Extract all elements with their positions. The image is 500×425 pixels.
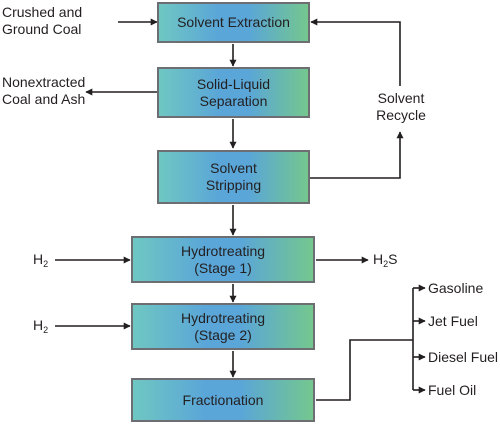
label-h2-stage-2-sub: 2 — [43, 325, 49, 335]
product-fuel-oil: Fuel Oil — [428, 382, 477, 398]
box-hydrotreating-stage-2: Hydrotreating (Stage 2) — [131, 303, 315, 350]
product-diesel-fuel: Diesel Fuel — [428, 349, 499, 365]
box-fractionation-line-1: Fractionation — [182, 391, 264, 408]
box-solid-liquid-separation: Solid-Liquid Separation — [157, 67, 310, 118]
line-fractionation-to-bus — [316, 339, 413, 401]
label-solvent-recycle-line-1: Solvent — [377, 90, 425, 106]
label-nonextracted-line-2: Coal and Ash — [2, 91, 86, 107]
box-hydrotreating-1-line-1: Hydrotreating — [180, 242, 266, 259]
box-solvent-stripping-line-1: Solvent — [210, 160, 257, 176]
label-h2-stage-2-base: H — [33, 317, 44, 333]
box-hydrotreating-1-line-2: (Stage 1) — [194, 259, 252, 276]
label-h2s-sub: 2 — [383, 259, 389, 269]
label-h2s-tail: S — [388, 251, 398, 267]
label-h2-stage-2: H2 — [33, 317, 48, 339]
box-solvent-extraction: Solvent Extraction — [157, 2, 310, 43]
label-solvent-recycle-line-2: Recycle — [376, 107, 426, 123]
label-h2-stage-1-sub: 2 — [43, 259, 49, 269]
product-jet-fuel: Jet Fuel — [428, 313, 478, 329]
label-coal-input-line-1: Crushed and — [2, 4, 83, 20]
box-hydrotreating-2-line-2: (Stage 2) — [194, 326, 252, 343]
box-solvent-extraction-line-1: Solvent Extraction — [177, 14, 290, 30]
box-solid-liquid-separation-line-1: Solid-Liquid — [196, 75, 271, 92]
box-hydrotreating-stage-1: Hydrotreating (Stage 1) — [131, 236, 315, 283]
box-solvent-stripping: Solvent Stripping — [157, 150, 310, 204]
label-solvent-recycle: Solvent Recycle — [370, 90, 432, 124]
box-solvent-stripping-line-2: Stripping — [205, 177, 262, 193]
label-coal-input-line-2: Ground Coal — [2, 21, 82, 37]
arrow-recycle-to-extraction — [310, 18, 401, 86]
label-h2-stage-1-base: H — [33, 251, 44, 267]
label-nonextracted: Nonextracted Coal and Ash — [2, 74, 85, 108]
box-fractionation: Fractionation — [131, 378, 315, 422]
arrow-stripping-to-recycle — [310, 131, 404, 179]
label-h2-stage-1: H2 — [33, 251, 48, 273]
box-solid-liquid-separation-line-2: Separation — [199, 92, 268, 109]
label-h2s-output: H2S — [373, 251, 397, 273]
box-hydrotreating-2-line-1: Hydrotreating — [180, 309, 266, 326]
label-coal-input: Crushed and Ground Coal — [2, 4, 82, 38]
label-nonextracted-line-1: Nonextracted — [2, 74, 86, 90]
label-h2s-base: H — [373, 251, 384, 267]
product-gasoline: Gasoline — [428, 280, 484, 296]
